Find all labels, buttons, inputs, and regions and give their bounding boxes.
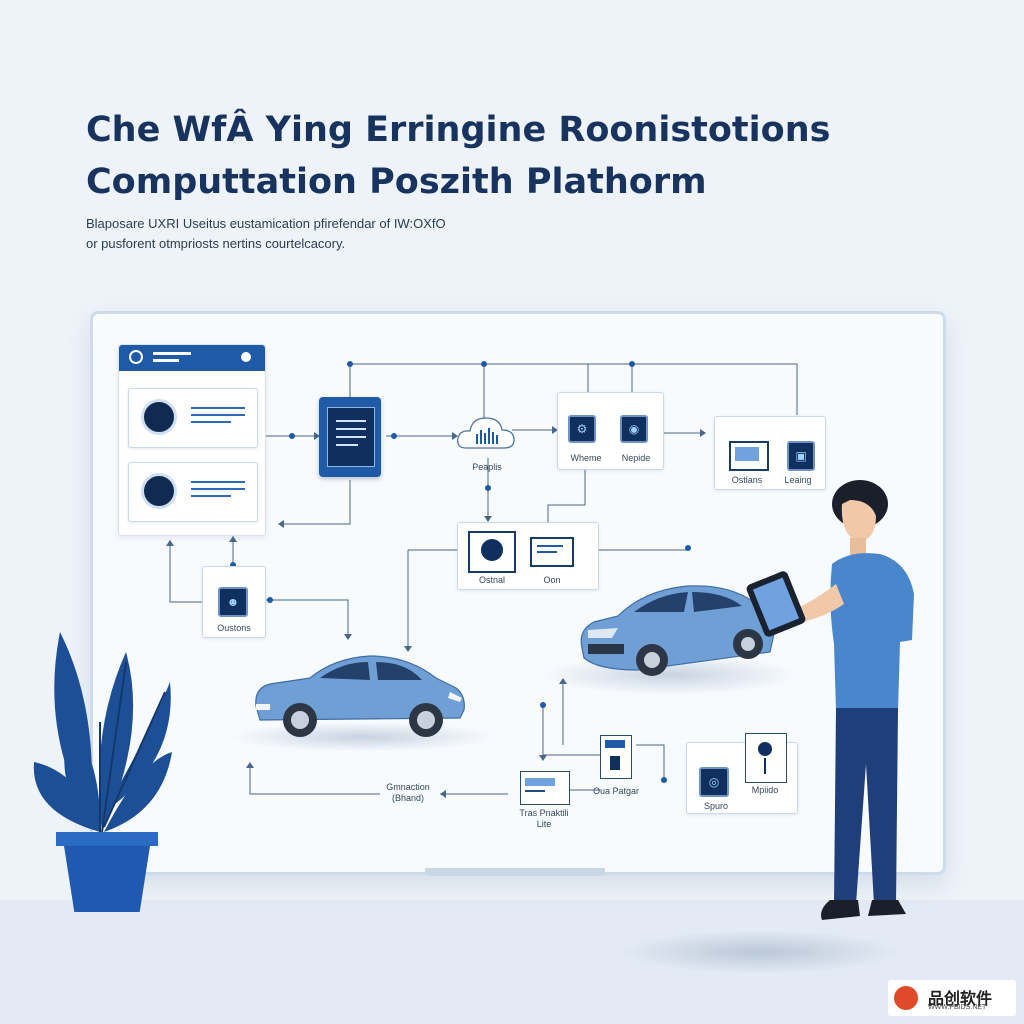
- output-node[interactable]: ▣ Ostlans Leaing: [714, 416, 826, 490]
- leaing-label: Leaing: [784, 475, 812, 485]
- plant-decoration: [33, 632, 172, 834]
- monitor-icon: [729, 441, 769, 471]
- storage-node[interactable]: ◎ Spuro Mpiido: [686, 733, 798, 814]
- page-title: Che WfÂ Ying Erringine Roonistotions Com…: [86, 104, 846, 208]
- mpiido-label: Mpiido: [751, 785, 779, 795]
- tras-sublabel: Lite: [536, 819, 552, 829]
- text-line: [191, 495, 231, 497]
- text-line: [191, 481, 245, 483]
- watermark: 品创软件 WWW.PBIDS.NET: [888, 980, 1016, 1016]
- gmnaction-sublabel: (Bhand): [391, 793, 425, 803]
- oua-patgar-label: Oua Patgar: [592, 786, 640, 796]
- document-node[interactable]: [319, 397, 381, 477]
- oustons-label: Oustons: [217, 623, 251, 633]
- cloud-label: Peaplis: [472, 462, 502, 472]
- person-shadow: [620, 930, 900, 974]
- car-shadow: [228, 722, 498, 752]
- text-line: [191, 421, 231, 423]
- card-icon[interactable]: [520, 771, 570, 805]
- server-icon[interactable]: [600, 735, 632, 779]
- form-icon: [530, 537, 574, 567]
- title-line-1: Che WfÂ Ying Erringine Roonistotions: [86, 110, 831, 150]
- title-line-2: Computtation Poszith Plathorm: [86, 162, 707, 202]
- subtitle-line-1: Blaposare UXRI Useitus eustamication pfi…: [86, 216, 446, 231]
- document-icon: [327, 407, 375, 467]
- ostnal-label: Ostnal: [478, 575, 505, 585]
- car-icon: [141, 473, 177, 509]
- device-icon: ▣: [787, 441, 815, 471]
- storage-icon: ◎: [699, 767, 729, 797]
- floor: [0, 900, 1024, 1024]
- ostlans-label: Ostlans: [731, 475, 763, 485]
- user-icon: ☻: [218, 587, 248, 617]
- tras-label: Tras Pnaktili Lite: [519, 808, 569, 829]
- camera-icon: [468, 531, 516, 573]
- vehicle-card[interactable]: [128, 462, 258, 522]
- brand-logo-icon: [894, 986, 918, 1010]
- profile-card[interactable]: [128, 388, 258, 448]
- person-illustration: [746, 480, 914, 920]
- watermark-url: WWW.PBIDS.NET: [928, 1004, 987, 1011]
- oon-label: Oon: [543, 575, 561, 585]
- processing-node[interactable]: ⚙ ◉ Wheme Nepide: [557, 392, 664, 470]
- settings-icon[interactable]: [241, 352, 251, 362]
- text-line: [191, 407, 245, 409]
- header-bar: [153, 352, 191, 355]
- chip-icon: ◉: [620, 415, 648, 443]
- spuro-label: Spuro: [703, 801, 729, 811]
- gmnaction-label: Gmnaction (Bhand): [386, 782, 430, 803]
- board-stand: [425, 868, 605, 876]
- customers-node[interactable]: ☻ Oustons: [202, 566, 266, 638]
- avatar-icon: [141, 399, 177, 435]
- gear-icon: ⚙: [568, 415, 596, 443]
- car-left: [255, 655, 465, 737]
- pot-rim: [56, 832, 158, 846]
- cloud-icon: [457, 417, 515, 449]
- panel-header: [119, 345, 265, 371]
- plant-pot: [64, 846, 150, 912]
- nepide-label: Nepide: [621, 453, 651, 463]
- logo-icon: [129, 350, 143, 364]
- subtitle-line-2: or pusforent otmpriosts nertins courtelc…: [86, 236, 346, 251]
- car-right: [580, 585, 775, 676]
- text-line: [191, 414, 245, 416]
- sensor-icon: [745, 733, 787, 783]
- profile-panel: [118, 344, 266, 536]
- wheme-label: Wheme: [570, 453, 602, 463]
- page-subtitle: Blaposare UXRI Useitus eustamication pfi…: [86, 214, 506, 254]
- control-node[interactable]: Ostnal Oon: [457, 522, 599, 590]
- watermark-name: 品创软件: [928, 989, 993, 1008]
- text-line: [191, 488, 245, 490]
- header-bar: [153, 359, 179, 362]
